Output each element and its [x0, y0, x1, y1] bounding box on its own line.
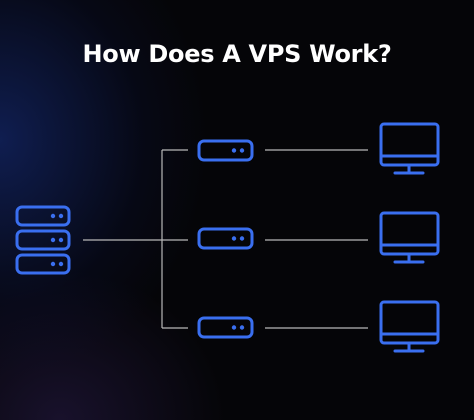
monitor-icon: [379, 211, 440, 264]
server-stack-icon: [15, 205, 71, 275]
server-unit-icon: [197, 316, 254, 339]
monitor-icon: [379, 122, 440, 175]
page-title: How Does A VPS Work?: [82, 40, 392, 68]
server-unit-icon: [197, 227, 254, 250]
monitor-icon: [379, 300, 440, 353]
connector-lines: [83, 149, 368, 329]
server-unit-icon: [197, 139, 254, 162]
